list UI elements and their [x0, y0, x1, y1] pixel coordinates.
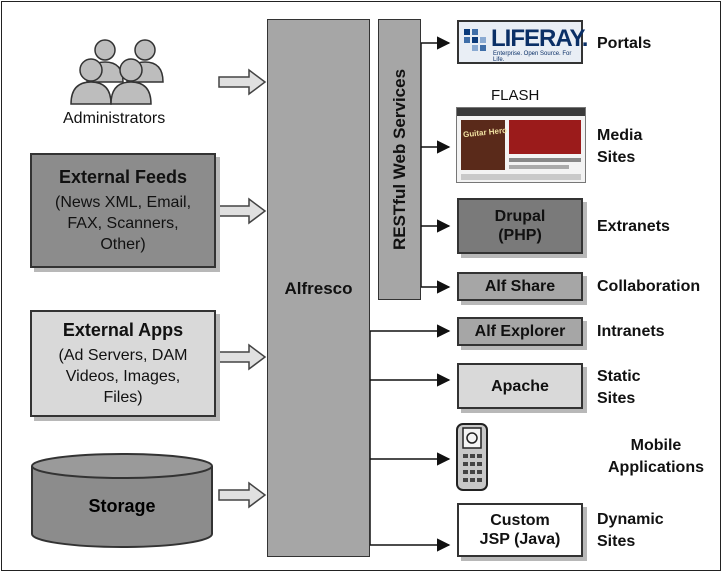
drupal-box: Drupal (PHP)	[457, 198, 583, 254]
static-sites-line: Static	[597, 368, 641, 385]
external-apps-title: External Apps	[62, 319, 184, 340]
custom-jsp-box: Custom JSP (Java)	[457, 503, 583, 557]
mobile-applications-line: Mobile	[630, 437, 682, 454]
extranets-label: Extranets	[597, 218, 670, 235]
flash-site-screenshot: Guitar Hero	[456, 107, 586, 183]
admin-to-alfresco-arrow	[218, 68, 267, 96]
liferay-mark-icon	[464, 29, 486, 51]
external-feeds-line: FAX, Scanners,	[67, 214, 179, 232]
storage-label: Storage	[88, 496, 156, 516]
alfresco-box: Alfresco	[267, 19, 370, 557]
flash-caption: FLASH	[491, 87, 540, 104]
dynamic-sites-line: Sites	[597, 533, 636, 550]
alf-explorer-label: Alf Explorer	[474, 323, 566, 340]
external-feeds-line: (News XML, Email,	[54, 193, 192, 211]
custom-jsp-line: JSP (Java)	[479, 531, 561, 548]
restful-web-services-label: RESTful Web Services	[390, 68, 409, 251]
apps-to-alfresco-arrow	[218, 343, 267, 371]
alf-share-box: Alf Share	[457, 272, 583, 301]
alf-share-label: Alf Share	[484, 278, 556, 295]
storage-to-alfresco-arrow	[218, 481, 267, 509]
liferay-logo: LIFERAY. Enterprise. Open Source. For Li…	[457, 20, 588, 64]
alf-explorer-box: Alf Explorer	[457, 317, 583, 346]
external-apps-details: (Ad Servers, DAM Videos, Images, Files)	[59, 345, 188, 408]
dynamic-sites-line: Dynamic	[597, 511, 664, 528]
administrators-label: Administrators	[63, 110, 166, 127]
external-feeds-line: Other)	[100, 235, 146, 253]
external-apps-box: External Apps (Ad Servers, DAM Videos, I…	[30, 310, 216, 417]
administrators-icon	[70, 39, 164, 105]
apache-label: Apache	[491, 377, 549, 395]
liferay-tagline: Enterprise. Open Source. For Life.	[493, 51, 572, 63]
mobile-applications-label: Mobile Applications	[597, 435, 715, 479]
dynamic-sites-label: Dynamic Sites	[597, 509, 664, 553]
intranets-label: Intranets	[597, 323, 665, 340]
static-sites-label: Static Sites	[597, 366, 641, 410]
media-sites-line: Media	[597, 127, 643, 144]
feeds-to-alfresco-arrow	[218, 197, 267, 225]
media-sites-label: Media Sites	[597, 125, 642, 169]
external-apps-line: (Ad Servers, DAM	[58, 346, 188, 364]
storage-cylinder	[31, 453, 213, 548]
portals-label: Portals	[597, 35, 652, 52]
restful-web-services-box: RESTful Web Services	[378, 19, 421, 300]
mobile-applications-line: Applications	[607, 459, 704, 476]
drupal-line: Drupal	[494, 208, 546, 225]
static-sites-line: Sites	[597, 390, 636, 407]
external-feeds-title: External Feeds	[58, 166, 188, 187]
apache-box: Apache	[457, 363, 583, 409]
mobile-phone-icon	[456, 423, 488, 491]
external-apps-line: Files)	[103, 388, 143, 406]
external-apps-line: Videos, Images,	[65, 367, 181, 385]
external-feeds-box: External Feeds (News XML, Email, FAX, Sc…	[30, 153, 216, 268]
collaboration-label: Collaboration	[597, 278, 701, 295]
media-sites-line: Sites	[597, 149, 636, 166]
alfresco-label: Alfresco	[284, 278, 353, 298]
drupal-line: (PHP)	[498, 227, 542, 244]
external-feeds-details: (News XML, Email, FAX, Scanners, Other)	[55, 192, 191, 255]
liferay-logo-text: LIFERAY.	[491, 25, 588, 52]
custom-jsp-line: Custom	[490, 512, 550, 529]
